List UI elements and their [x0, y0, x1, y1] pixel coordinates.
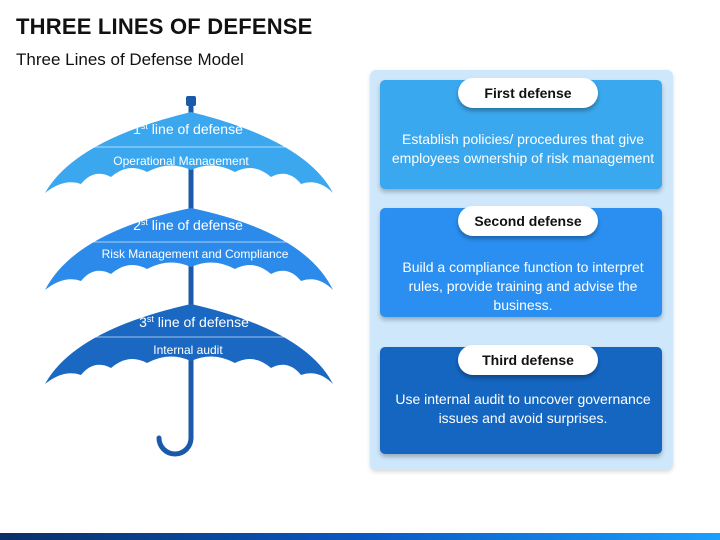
card-3-heading: Third defense: [458, 345, 598, 375]
svg-text:3st line of defense: 3st line of defense: [139, 314, 249, 330]
umbrella-2-label: line of defense: [148, 217, 243, 233]
card-second-defense: Second defense Build a compliance functi…: [380, 206, 662, 317]
umbrella-2-canopy: [45, 208, 333, 290]
umbrella-1-canopy: [45, 112, 333, 193]
card-1-line-1: Establish policies/ procedures that give: [401, 131, 645, 147]
umbrella-3-sub: Internal audit: [153, 343, 223, 357]
umbrella-2-ordinal: 2: [133, 217, 141, 233]
umbrella-1-sub: Operational Management: [113, 154, 249, 168]
umbrella-2: 2st line of defense Risk Management and …: [45, 208, 333, 290]
card-1-heading: First defense: [458, 78, 598, 108]
umbrella-3-canopy: [45, 304, 333, 384]
card-3-text: Use internal audit to uncover governance…: [384, 390, 662, 428]
umbrella-1-label: line of defense: [148, 121, 243, 137]
umbrella-3-ordinal: 3: [139, 314, 147, 330]
card-2-text: Build a compliance function to interpret…: [384, 258, 662, 315]
card-third-defense: Third defense Use internal audit to unco…: [380, 345, 662, 454]
slide-subtitle: Three Lines of Defense Model: [16, 50, 244, 69]
card-1-line-2: employees ownership of risk management: [391, 150, 655, 166]
svg-text:2st line of defense: 2st line of defense: [133, 217, 243, 233]
svg-text:1st line of defense: 1st line of defense: [133, 121, 243, 137]
card-2-heading: Second defense: [458, 206, 598, 236]
card-1-text: Establish policies/ procedures that give…: [384, 130, 662, 168]
footer-bar: [0, 533, 720, 540]
card-2-line-2: rules, provide training and advise the: [408, 278, 638, 294]
card-2-line-3: business.: [493, 297, 553, 313]
umbrella-3: 3st line of defense Internal audit: [45, 304, 333, 384]
umbrella-2-sub: Risk Management and Compliance: [102, 247, 289, 261]
card-3-line-1: Use internal audit to uncover governance: [395, 391, 651, 407]
slide-title: THREE LINES OF DEFENSE: [16, 14, 313, 39]
card-3-line-2: issues and avoid surprises.: [438, 410, 608, 426]
umbrella-1-ordinal: 1: [133, 121, 141, 137]
umbrella-3-label: line of defense: [154, 314, 249, 330]
umbrella-2-suffix: st: [141, 217, 149, 227]
umbrella-3-suffix: st: [147, 314, 155, 324]
card-2-line-1: Build a compliance function to interpret: [402, 259, 644, 275]
card-first-defense: First defense Establish policies/ proced…: [380, 78, 662, 189]
umbrella-1-suffix: st: [141, 121, 149, 131]
umbrella-1: 1st line of defense Operational Manageme…: [45, 112, 333, 193]
